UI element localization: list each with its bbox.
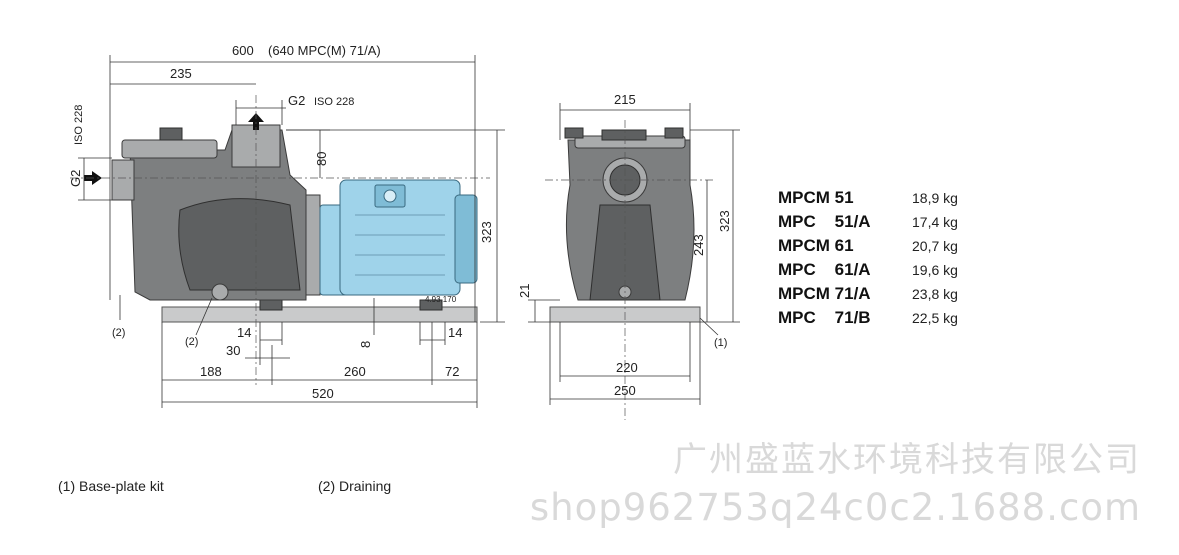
model-weight: 20,7 kg — [912, 238, 958, 254]
weights-table: MPCM 51 18,9 kg MPC 51/A 17,4 kg MPCM 61… — [778, 188, 998, 332]
side-view: 215 323 243 21 220 250 (1) — [517, 92, 740, 420]
pump-foot-left — [259, 299, 283, 311]
dim-foot-width-right: 14 — [448, 325, 462, 340]
callout-draining: (2) — [185, 336, 198, 348]
model-name: MPC 61/A — [778, 260, 871, 279]
dim-outlet-standard: ISO 228 — [314, 96, 354, 108]
weight-row: MPCM 51 18,9 kg — [778, 188, 998, 212]
callout-base-plate-left: (2) — [112, 327, 125, 339]
drain-plug — [211, 283, 229, 301]
dim-total-height: 323 — [479, 221, 494, 243]
model-name: MPCM 51 — [778, 188, 854, 207]
dim-inlet-standard: ISO 228 — [73, 105, 85, 145]
watermark-company: 广州盛蓝水环境科技有限公司 — [673, 440, 1141, 480]
side-knob-left — [564, 127, 584, 139]
dim-side-base-height: 21 — [517, 284, 532, 298]
motor-adapter — [305, 194, 321, 296]
note-base-plate-kit: (1) Base-plate kit — [58, 478, 164, 494]
weight-row: MPC 51/A 17,4 kg — [778, 212, 998, 236]
terminal-gland — [383, 189, 397, 203]
outlet-arrow-icon — [248, 113, 264, 130]
dim-suction-to-outlet: 235 — [170, 66, 192, 81]
base-plate — [161, 306, 478, 323]
model-weight: 18,9 kg — [912, 190, 958, 206]
model-weight: 23,8 kg — [912, 286, 958, 302]
weight-row: MPC 61/A 19,6 kg — [778, 260, 998, 284]
dim-side-axis-height: 243 — [691, 234, 706, 256]
dim-overall-length: 600 — [232, 43, 254, 58]
dim-side-bolt-spacing: 220 — [616, 360, 638, 375]
model-name: MPC 71/B — [778, 308, 871, 327]
dim-inlet-thread: G2 — [68, 170, 83, 187]
side-knob-right — [664, 127, 684, 139]
watermark-shop: shop962753q24c0c2.1688.com — [529, 486, 1141, 529]
inlet-port — [111, 159, 135, 201]
weight-row: MPCM 71/A 23,8 kg — [778, 284, 998, 308]
dim-side-total-height: 323 — [717, 210, 732, 232]
side-knob-top — [601, 129, 647, 141]
model-name: MPCM 61 — [778, 236, 854, 255]
weight-row: MPCM 61 20,7 kg — [778, 236, 998, 260]
motor-fan-cover — [454, 194, 478, 284]
motor-code: 4.93.170 — [425, 295, 457, 304]
dim-side-top-width: 215 — [614, 92, 636, 107]
dim-foot-height: 8 — [358, 341, 373, 348]
dim-front-offset: 188 — [200, 364, 222, 379]
dim-rear-offset: 72 — [445, 364, 459, 379]
model-name: MPCM 71/A — [778, 284, 871, 303]
motor-foot-right — [419, 299, 443, 311]
dim-bolt-spacing: 260 — [344, 364, 366, 379]
dim-foot-width-left: 14 — [237, 325, 251, 340]
model-name: MPC 51/A — [778, 212, 871, 231]
model-weight: 19,6 kg — [912, 262, 958, 278]
dim-base-length: 520 — [312, 386, 334, 401]
dim-side-base-width: 250 — [614, 383, 636, 398]
dim-outlet-thread: G2 — [288, 93, 305, 108]
note-draining: (2) Draining — [318, 478, 392, 494]
model-weight: 17,4 kg — [912, 214, 958, 230]
strainer-lid — [121, 139, 218, 159]
callout-base-plate-right: (1) — [714, 337, 727, 349]
dim-drain-offset: 30 — [226, 343, 240, 358]
weight-row: MPC 71/B 22,5 kg — [778, 308, 998, 332]
lid-knob — [159, 127, 183, 141]
front-view: 600 (640 MPC(M) 71/A) 235 G2 ISO 228 80 … — [68, 43, 505, 408]
dim-outlet-height: 80 — [314, 152, 329, 166]
dim-overall-length-variant: (640 MPC(M) 71/A) — [268, 43, 381, 58]
model-weight: 22,5 kg — [912, 310, 958, 326]
volute — [178, 198, 301, 291]
